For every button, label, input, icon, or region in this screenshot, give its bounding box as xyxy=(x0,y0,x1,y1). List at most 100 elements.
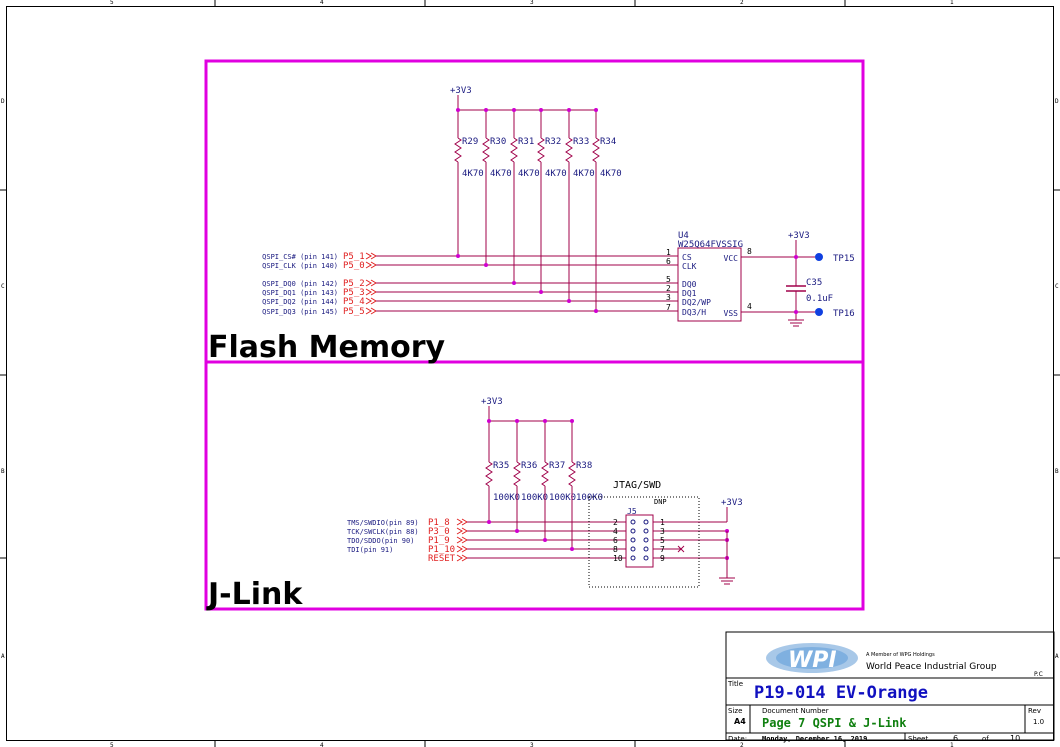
flash-section-title: Flash Memory xyxy=(208,330,446,365)
frame-col-label: 5 xyxy=(110,0,114,6)
jlink-section-box xyxy=(204,360,865,611)
resistor-ref: R37 xyxy=(549,461,565,471)
conn-pin-hole xyxy=(630,555,636,561)
ic-pin-name: DQ1 xyxy=(682,289,697,298)
flash-ic-u4[interactable]: U4 W25Q64FVSSIG 1CS6CLK5DQ02DQ13DQ2/WP7D… xyxy=(666,231,752,322)
flash-signal-p5_0: QSPI_CLK (pin 140) P5_0 xyxy=(262,261,678,271)
junction-dot xyxy=(570,547,574,551)
junction-dot xyxy=(515,529,519,533)
net-label: P5_4 xyxy=(343,297,365,307)
ic-ref: U4 xyxy=(678,231,689,241)
dnp-box xyxy=(588,496,700,588)
conn-ref: J5 xyxy=(627,507,637,516)
net-label: P5_2 xyxy=(343,279,365,289)
wpi-logo: WPI xyxy=(766,643,858,673)
conn-pin-hole xyxy=(643,555,649,561)
ic-pin-name: VCC xyxy=(724,254,739,263)
resistor-r33[interactable]: R33 4K70 xyxy=(565,108,595,301)
frame-col-label: 2 xyxy=(740,0,744,6)
net-label: P5_0 xyxy=(343,261,365,271)
net-label: P1_10 xyxy=(428,545,455,555)
cap-ref: C35 xyxy=(806,278,822,288)
connector-j5[interactable]: J5 24681013579 xyxy=(613,507,665,568)
ic-pin-number: 3 xyxy=(666,293,671,302)
rev-label: Rev xyxy=(1028,707,1041,715)
signal-desc: QSPI_DQ2 (pin 144) xyxy=(262,298,338,306)
frame-row-label: B xyxy=(1055,468,1059,475)
junction-dot xyxy=(594,108,598,112)
ic-pin-number: 2 xyxy=(666,284,671,293)
ic-pin-name: CLK xyxy=(682,262,697,271)
junction-dot xyxy=(567,108,571,112)
conn-pin-number: 5 xyxy=(660,536,665,545)
testpoint-tp15[interactable] xyxy=(815,253,823,261)
resistor-ref: R30 xyxy=(490,137,506,147)
offpage-arrow xyxy=(365,307,377,315)
of-label: of xyxy=(982,735,989,743)
ic-pin-number: 1 xyxy=(666,248,671,257)
junction-dot xyxy=(512,281,516,285)
resistor-value: 100K0 xyxy=(493,493,520,503)
resistor-ref: R33 xyxy=(573,137,589,147)
junction-dot xyxy=(456,254,460,258)
jlink-supply-label: +3V3 xyxy=(481,397,503,407)
flash-signal-p5_3: QSPI_DQ1 (pin 143)P5_3 xyxy=(262,288,678,298)
conn-pin-number: 8 xyxy=(613,545,618,554)
resistor-value: 4K70 xyxy=(600,169,622,179)
ic-pin-number: 5 xyxy=(666,275,671,284)
frame-row-label: A xyxy=(1,653,5,660)
jlink-signal-p3_0: TCK/SWCLK(pin 88)P3_0 xyxy=(347,527,626,537)
offpage-arrow xyxy=(365,297,377,305)
resistor-value: 4K70 xyxy=(462,169,484,179)
junction-dot xyxy=(484,263,488,267)
signal-desc: TMS/SWDIO(pin 89) xyxy=(347,519,419,527)
conn-pin-number: 9 xyxy=(660,554,665,563)
jlink-signal-p1_9: TDO/SDDO(pin 90)P1_9 xyxy=(347,536,626,546)
junction-dot xyxy=(512,108,516,112)
resistor-r30[interactable]: R30 4K70 xyxy=(482,108,512,265)
member-text: A Member of WPG Holdings xyxy=(866,652,935,658)
conn-pin-hole xyxy=(630,519,636,525)
title-block: WPI A Member of WPG Holdings World Peace… xyxy=(725,631,1055,743)
resistor-ref: R34 xyxy=(600,137,616,147)
resistor-r29[interactable]: R29 4K70 xyxy=(454,108,484,256)
title-label: Title xyxy=(727,680,743,688)
resistor-value: 4K70 xyxy=(573,169,595,179)
net-label: P5_1 xyxy=(343,252,365,262)
frame-col-label: 1 xyxy=(950,742,954,747)
title-value: P19-014 EV-Orange xyxy=(754,683,928,703)
dnp-label: DNP xyxy=(654,498,667,506)
conn-pin-number: 2 xyxy=(613,518,618,527)
resistor-value: 100K0 xyxy=(576,493,603,503)
conn-pin-hole xyxy=(643,537,649,543)
flash-signal-p5_2: QSPI_DQ0 (pin 142)P5_2 xyxy=(262,279,678,289)
resistor-value: 4K70 xyxy=(518,169,540,179)
flash-signal-p5_1: QSPI_CS# (pin 141)P5_1 xyxy=(262,252,678,262)
no-connect-mark xyxy=(677,545,685,553)
ic-pin-name: DQ3/H xyxy=(682,308,706,317)
frame-col-label: 4 xyxy=(320,742,324,747)
resistor-value: 4K70 xyxy=(490,169,512,179)
offpage-arrow xyxy=(456,536,468,544)
offpage-arrow xyxy=(456,527,468,535)
testpoint-tp16[interactable] xyxy=(815,308,823,316)
frame-col-label: 2 xyxy=(740,742,744,747)
total-value: 10 xyxy=(1010,734,1020,743)
frame-row-label: D xyxy=(1,98,5,105)
offpage-arrow xyxy=(365,279,377,287)
resistor-r34[interactable]: R34 4K70 xyxy=(592,108,622,311)
junction-dot xyxy=(570,419,574,423)
junction-dot xyxy=(515,419,519,423)
conn-pin-number: 10 xyxy=(613,554,623,563)
ground-symbol-jlink xyxy=(719,577,735,585)
signal-desc: QSPI_CLK (pin 140) xyxy=(262,262,338,270)
resistor-ref: R29 xyxy=(462,137,478,147)
ic-pin-name: DQ2/WP xyxy=(682,298,711,307)
